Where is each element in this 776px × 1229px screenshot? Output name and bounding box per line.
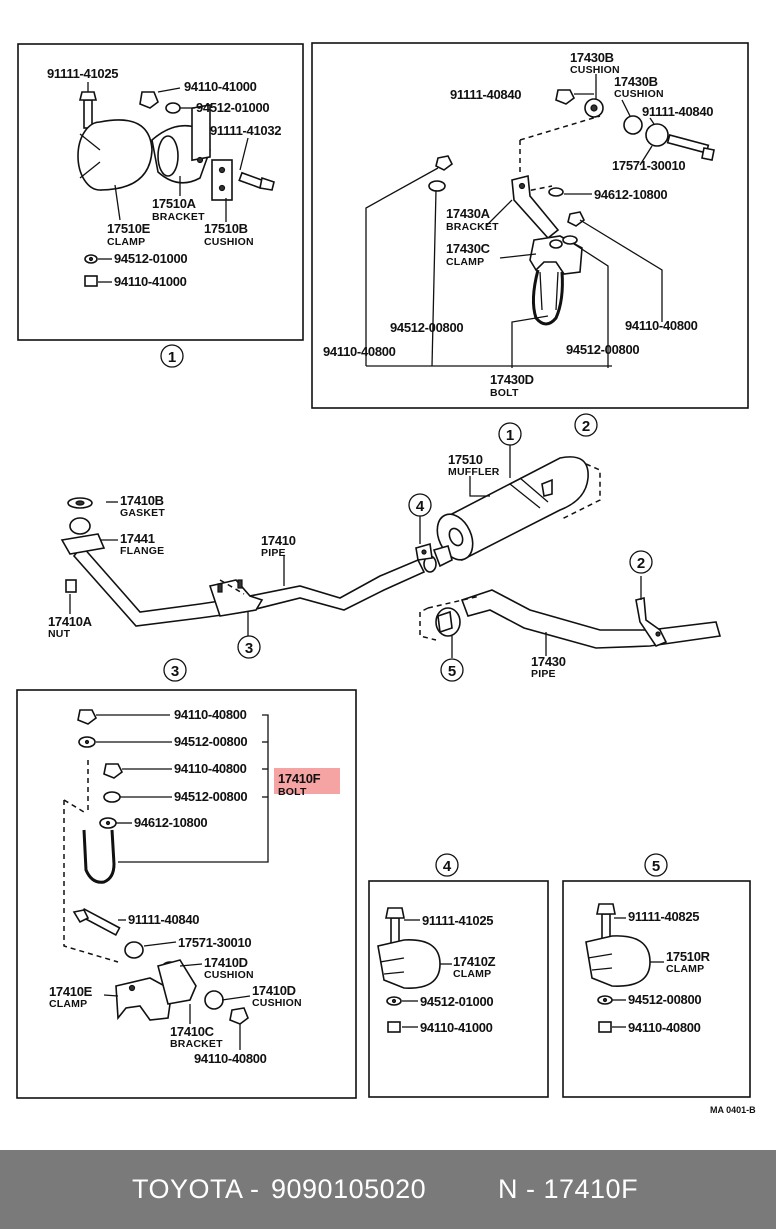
p3-nut-94110-40800-c: 94110-40800 (194, 1051, 267, 1066)
p5-washer-94512-00800: 94512-00800 (628, 992, 701, 1007)
p1-nut-94110-41000-b: 94110-41000 (114, 274, 187, 289)
pipe-17430 (419, 589, 722, 649)
p2-nut-94110-40800-b: 94110-40800 (323, 344, 396, 359)
p5-clamp-desc: CLAMP (666, 963, 704, 975)
p3-cushion-17410D: 17410D (204, 955, 248, 970)
main-ref-4: 4 (416, 498, 425, 515)
p5-nut-94110-40800: 94110-40800 (628, 1020, 701, 1035)
p2-bolt-91111-40840-b: 91111-40840 (642, 104, 713, 119)
p2-cushion-desc: CUSHION (570, 64, 620, 76)
p2-bolt-17430D: 17430D (490, 372, 534, 387)
p3-cushion-desc-b: CUSHION (252, 997, 302, 1009)
nut-desc: NUT (48, 628, 71, 640)
p3-spacer-17571-30010: 17571-30010 (178, 935, 251, 950)
diagram-code: MA 0401-B (710, 1105, 756, 1115)
p1-washer-94512-01000: 94512-01000 (196, 100, 269, 115)
p2-cushion-17430B: 17430B (570, 50, 614, 65)
p2-bracket-desc: BRACKET (446, 221, 499, 233)
p4-clamp-17410Z: 17410Z (453, 954, 496, 969)
panel-1-index: 1 (168, 349, 176, 366)
p3-clamp-desc: CLAMP (49, 998, 87, 1010)
panel-5-index: 5 (652, 858, 660, 875)
p4-clamp-desc: CLAMP (453, 968, 491, 980)
p2-bolt-91111-40840: 91111-40840 (450, 87, 521, 102)
panel-5-clamp: 5 91111-40825 17510R CLAMP 94512-00800 9… (562, 853, 751, 1098)
pipe-17410-label: 17410 (261, 533, 296, 548)
p2-cushion-desc-b: CUSHION (614, 88, 664, 100)
p2-cushion-17430B-b: 17430B (614, 74, 658, 89)
p1-bracket-desc: BRACKET (152, 211, 205, 223)
p1-clamp-17510E: 17510E (107, 221, 151, 236)
highlight-17410F (274, 768, 340, 794)
p4-washer-94512-01000: 94512-01000 (420, 994, 493, 1009)
gasket-desc: GASKET (120, 507, 165, 519)
p3-washer-94512-00800-b: 94512-00800 (174, 789, 247, 804)
main-ref-2b: 2 (637, 555, 645, 572)
muffler-part-number: 17510 (448, 452, 483, 467)
p3-bracket-desc: BRACKET (170, 1038, 223, 1050)
pipe-17430-label: 17430 (531, 654, 566, 669)
p4-nut-94110-41000: 94110-41000 (420, 1020, 493, 1035)
p3-nut-94110-40800: 94110-40800 (174, 707, 247, 722)
p3-bolt-desc: BOLT (278, 786, 307, 798)
p3-bolt-91111-40840: 91111-40840 (128, 912, 199, 927)
p3-washer-94512-00800: 94512-00800 (174, 734, 247, 749)
panel-4-clamp: 4 91111-41025 17410Z CLAMP 94512-01000 9… (368, 853, 549, 1098)
p3-washer-94612-10800: 94612-10800 (134, 815, 207, 830)
p1-clamp-desc: CLAMP (107, 236, 145, 248)
main-ref-3b: 3 (171, 663, 179, 680)
p1-bracket-17510A: 17510A (152, 196, 197, 211)
footer-brand: TOYOTA (132, 1174, 244, 1204)
p4-bolt-91111-41025: 91111-41025 (422, 913, 493, 928)
main-ref-5: 5 (448, 663, 456, 680)
p3-bracket-17410C: 17410C (170, 1024, 215, 1039)
p1-bolt-91111-41025: 91111-41025 (47, 66, 118, 81)
panel-1-muffler-mount: 91111-41025 94110-41000 94512-01000 9111… (17, 43, 304, 368)
pipe-17430-desc: PIPE (531, 668, 556, 680)
muffler-17510 (432, 456, 601, 568)
footer-separator: - (250, 1174, 260, 1204)
main-exhaust-assembly: 1 2 (48, 413, 722, 682)
p1-nut-94110-41000: 94110-41000 (184, 79, 257, 94)
p3-clamp-17410E: 17410E (49, 984, 93, 999)
p1-cushion-desc: CUSHION (204, 236, 254, 248)
main-ref-3: 3 (245, 640, 253, 657)
part-info-footer: TOYOTA - 9090105020 N - 17410F (0, 1150, 776, 1229)
p2-washer-94512-00800: 94512-00800 (390, 320, 463, 335)
p2-clamp-desc: CLAMP (446, 256, 484, 268)
p3-cushion-desc: CUSHION (204, 969, 254, 981)
p2-spacer-17571-30010: 17571-30010 (612, 158, 685, 173)
p2-washer-94512-00800-b: 94512-00800 (566, 342, 639, 357)
pipe-17410-desc: PIPE (261, 547, 286, 559)
p3-bolt-17410F: 17410F (278, 771, 321, 786)
p1-bolt-91111-41032: 91111-41032 (210, 123, 281, 138)
p2-clamp-17430C: 17430C (446, 241, 491, 256)
main-ref-2: 2 (582, 418, 590, 435)
p3-cushion-17410D-b: 17410D (252, 983, 296, 998)
exhaust-parts-diagram: 91111-41025 94110-41000 94512-01000 9111… (16, 42, 756, 1115)
p2-bracket-17430A: 17430A (446, 206, 491, 221)
main-ref-1: 1 (506, 427, 514, 444)
p3-nut-94110-40800-b: 94110-40800 (174, 761, 247, 776)
panel-2-pipe-mount: 17430B CUSHION 17430B CUSHION 91111-4084… (311, 42, 749, 409)
p2-washer-94612-10800: 94612-10800 (594, 187, 667, 202)
p5-bolt-91111-40825: 91111-40825 (628, 909, 699, 924)
panel-4-index: 4 (443, 858, 452, 875)
flange-17441: 17441 (120, 531, 155, 546)
gasket-17410B: 17410B (120, 493, 164, 508)
p2-nut-94110-40800: 94110-40800 (625, 318, 698, 333)
p2-bolt-desc: BOLT (490, 387, 519, 399)
flange-desc: FLANGE (120, 545, 164, 557)
panel-3-front-pipe-mount: 94110-40800 94512-00800 94110-40800 9451… (16, 689, 357, 1099)
p1-cushion-17510B: 17510B (204, 221, 248, 236)
muffler-desc: MUFFLER (448, 466, 500, 478)
p1-washer-94512-01000-b: 94512-01000 (114, 251, 187, 266)
footer-part-number: 9090105020 (271, 1174, 427, 1204)
footer-ref-code: N - 17410F (498, 1174, 639, 1204)
p5-clamp-17510R: 17510R (666, 949, 711, 964)
nut-17410A: 17410A (48, 614, 93, 629)
pipe-17410 (60, 497, 437, 627)
